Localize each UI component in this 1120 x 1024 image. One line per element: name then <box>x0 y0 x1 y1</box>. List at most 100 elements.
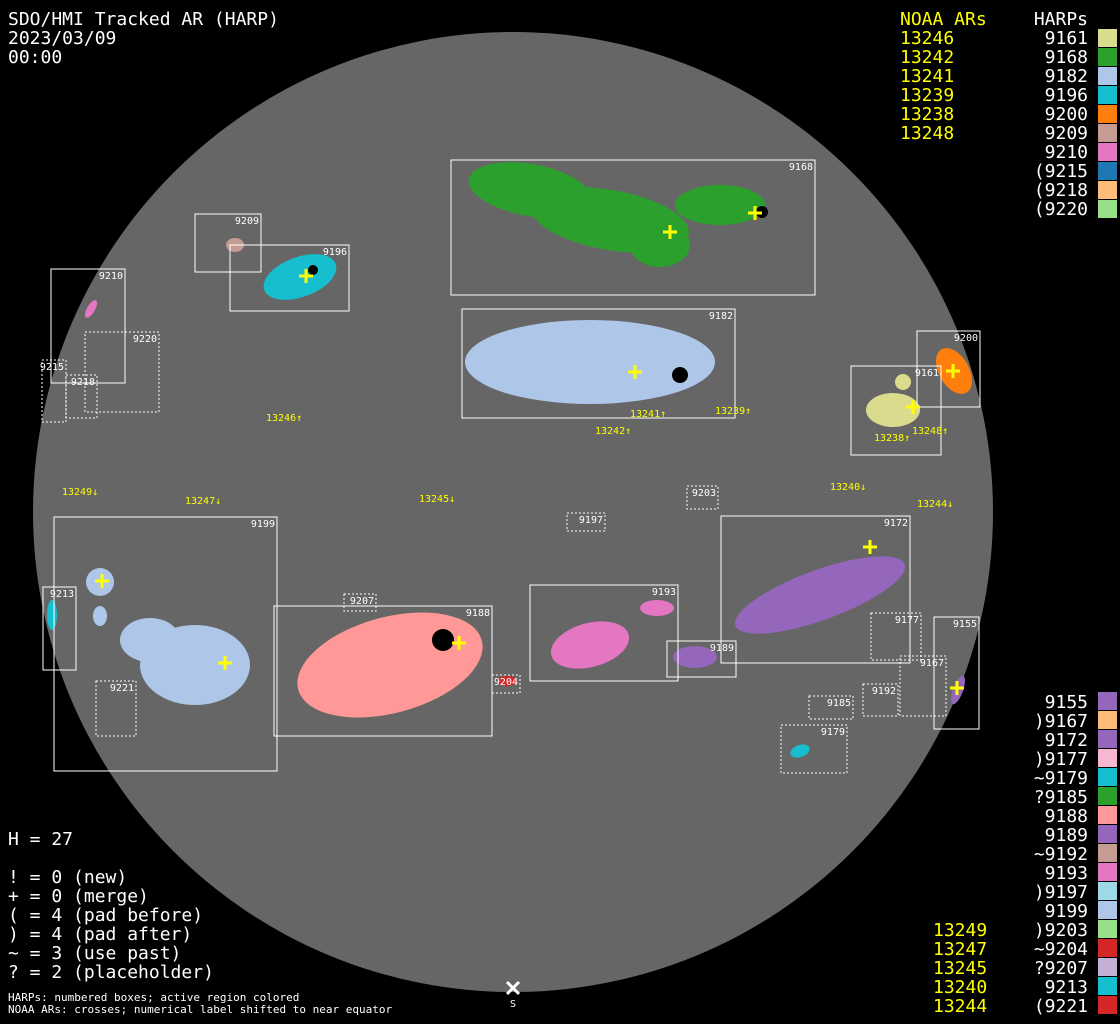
harp-box <box>65 374 98 419</box>
harp-box <box>850 365 942 456</box>
harp-color-swatch <box>1098 124 1117 142</box>
harp-item: 9188 <box>1044 806 1088 827</box>
harp-box <box>808 695 854 720</box>
noaa-cross-icon <box>906 400 920 414</box>
footer: HARPs: numbered boxes; active region col… <box>8 992 392 1016</box>
harp-item: (9221 <box>1033 996 1088 1017</box>
harp-box <box>343 593 377 612</box>
harp-box-label: 9196 <box>323 247 347 258</box>
harp-item: )9177 <box>1033 749 1088 770</box>
active-region <box>640 600 674 616</box>
harp-box-label: 9199 <box>251 519 275 530</box>
footer-line: HARPs: numbered boxes; active region col… <box>8 991 300 1004</box>
harp-color-swatch <box>1098 86 1117 104</box>
harp-item: )9197 <box>1033 882 1088 903</box>
harp-color-swatch <box>1098 730 1117 748</box>
harp-box <box>491 674 521 694</box>
stat-line: + = 0 (merge) <box>8 886 149 907</box>
harp-item: 9210 <box>1044 142 1088 163</box>
active-region <box>47 600 57 630</box>
noaa-ar-item: 13241 <box>900 66 955 87</box>
harp-box <box>529 584 679 682</box>
noaa-heading: NOAA ARs <box>900 9 987 30</box>
harp-box-label: 9215 <box>40 362 64 373</box>
active-region <box>895 374 911 390</box>
harp-item: 9182 <box>1044 66 1088 87</box>
active-region <box>497 676 517 686</box>
noaa-ar-item: 13238 <box>900 104 955 125</box>
noaa-cross-icon <box>95 574 109 588</box>
title: SDO/HMI Tracked AR (HARP) <box>8 9 279 30</box>
harp-color-swatch <box>1098 29 1117 47</box>
harp-box <box>194 213 262 273</box>
harp-box-label: 9167 <box>920 658 944 669</box>
harp-color-swatch <box>1098 711 1117 729</box>
harp-box-label: 9182 <box>709 311 733 322</box>
noaa-disk-label: 13248↑ <box>912 426 948 437</box>
harp-box-label: 9185 <box>827 698 851 709</box>
harp-box <box>686 485 719 510</box>
harp-color-swatch <box>1098 920 1117 938</box>
active-region <box>84 300 98 318</box>
harp-box-label: 9192 <box>872 686 896 697</box>
harp-box-label: 9210 <box>99 271 123 282</box>
date: 2023/03/09 <box>8 28 117 49</box>
harp-color-swatch <box>1098 939 1117 957</box>
harp-box <box>42 586 77 671</box>
harp-color-swatch <box>1098 162 1117 180</box>
noaa-cross-icon <box>218 656 232 670</box>
stat-line: ? = 2 (placeholder) <box>8 962 214 983</box>
noaa-cross-icon <box>299 269 313 283</box>
stats: H = 27 ! = 0 (new)+ = 0 (merge)( = 4 (pa… <box>8 830 214 982</box>
harp-box <box>916 330 981 408</box>
noaa-disk-label: 13244↓ <box>917 499 953 510</box>
harp-box <box>450 159 816 296</box>
noaa-ar-item: 13239 <box>900 85 955 106</box>
noaa-ar-item: 13242 <box>900 47 955 68</box>
harp-item: 9196 <box>1044 85 1088 106</box>
harp-box <box>53 516 278 772</box>
sunspot <box>672 367 688 383</box>
footer-line: NOAA ARs: crosses; numerical label shift… <box>8 1003 393 1016</box>
harp-box-label: 9161 <box>915 368 939 379</box>
noaa-disk-label: 13249↓ <box>62 487 98 498</box>
harp-item: ~9192 <box>1033 844 1088 865</box>
harp-color-swatch <box>1098 749 1117 767</box>
harp-box-label: 9172 <box>884 518 908 529</box>
harp-box <box>780 724 848 774</box>
harp-color-swatch <box>1098 882 1117 900</box>
noaa-disk-label: 13239↑ <box>715 406 751 417</box>
active-region <box>93 606 107 626</box>
harp-box <box>666 640 737 678</box>
harp-item: ~9204 <box>1033 939 1088 960</box>
noaa-disk-label: 13246↑ <box>266 413 302 424</box>
harp-item: (9215 <box>1033 161 1088 182</box>
stat-line: ! = 0 (new) <box>8 867 128 888</box>
harp-item: 9168 <box>1044 47 1088 68</box>
sunspot <box>308 265 318 275</box>
harp-item: )9203 <box>1033 920 1088 941</box>
harp-box-label: 9189 <box>710 643 734 654</box>
harp-color-swatch <box>1098 958 1117 976</box>
harp-box-label: 9213 <box>50 589 74 600</box>
noaa-cross-icon <box>663 225 677 239</box>
active-region <box>866 393 920 427</box>
noaa-cross-icon <box>950 681 964 695</box>
noaa-cross-icon <box>748 206 762 220</box>
noaa-cross-icon <box>452 636 466 650</box>
harp-color-swatch <box>1098 200 1117 218</box>
harp-box-label: 9207 <box>350 596 374 607</box>
harp-item: ?9185 <box>1033 787 1088 808</box>
harp-box <box>273 605 493 737</box>
active-region <box>465 320 715 404</box>
harp-box-label: 9188 <box>466 608 490 619</box>
harp-item: )9167 <box>1033 711 1088 732</box>
noaa-disk-label: 13240↓ <box>830 482 866 493</box>
active-region <box>790 744 810 758</box>
harp-color-swatch <box>1098 768 1117 786</box>
harp-box-label: 9155 <box>953 619 977 630</box>
harp-box-label: 9221 <box>110 683 134 694</box>
harp-box <box>870 612 922 661</box>
